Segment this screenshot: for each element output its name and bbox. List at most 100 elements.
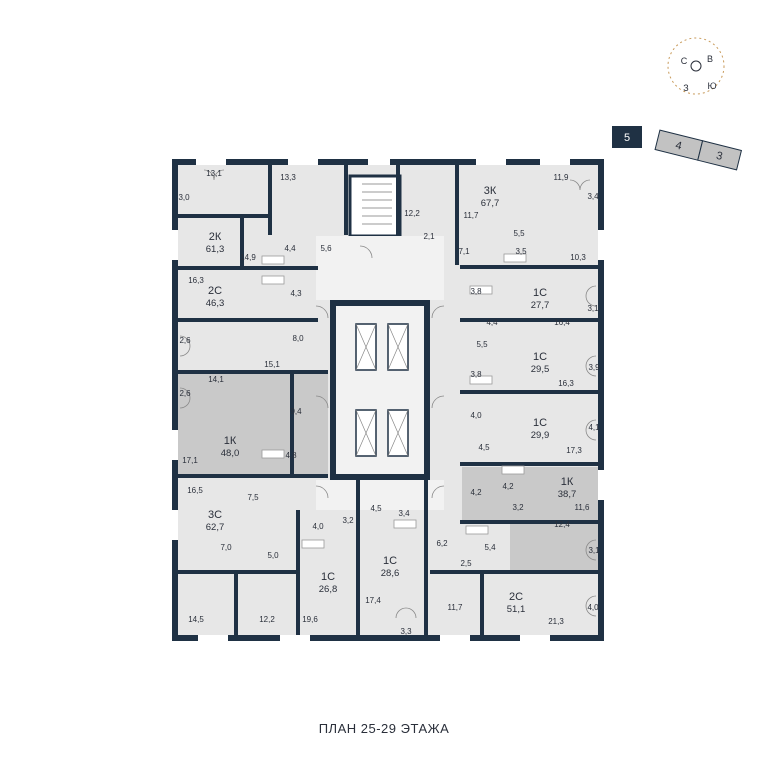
balconies: [179, 169, 597, 617]
apartment-code: 3С: [208, 509, 222, 521]
room-area: 11,7: [448, 603, 464, 612]
room-area: 5,6: [320, 244, 332, 253]
apartment-area: 27,7: [531, 300, 550, 311]
apartment-area: 28,6: [381, 568, 400, 579]
apartment-area: 51,1: [507, 604, 526, 615]
room-area: 11,9: [554, 173, 570, 182]
room-area: 4,0: [470, 411, 482, 420]
room-area: 2,1: [423, 232, 435, 241]
compass-west: З: [683, 83, 688, 93]
room-area: 12,2: [259, 615, 275, 624]
room-area: 7,1: [458, 247, 470, 256]
apartment-code: 1С: [383, 555, 397, 567]
apartment-1k-38-highlight: [462, 467, 598, 523]
room-area: 3,4: [398, 509, 410, 518]
room-area: 4,4: [486, 318, 498, 327]
room-labels: 13,1 13,3 3,0 12,2 11,9 3,4 11,7 2,1 5,5…: [178, 169, 600, 636]
apartment-area: 38,7: [558, 489, 577, 500]
room-area: 17,3: [566, 446, 582, 455]
room-area: 3,4: [587, 192, 599, 201]
room-area: 4,5: [370, 504, 382, 513]
room-area: 3,1: [587, 304, 599, 313]
apartment-area: 48,0: [221, 448, 240, 459]
room-area: 3,0: [178, 193, 190, 202]
room-area: 16,5: [187, 486, 203, 495]
corridor-north: [316, 236, 444, 300]
room-area: 7,5: [247, 493, 259, 502]
compass-ring: [667, 37, 725, 95]
room-area: 5,5: [513, 229, 525, 238]
compass-south: Ю: [707, 81, 716, 91]
apartment-area: 67,7: [481, 198, 500, 209]
apartment-code: 3К: [484, 185, 497, 197]
room-area: 3,2: [512, 503, 524, 512]
room-area: 4,4: [284, 244, 296, 253]
room-area: 3,9: [588, 363, 600, 372]
room-area: 4,3: [290, 289, 302, 298]
room-area: 3,1: [588, 546, 600, 555]
room-area: 3,8: [470, 370, 482, 379]
apartment-code: 1С: [533, 351, 547, 363]
elevator-cross-3: [355, 409, 377, 457]
room-area: 13,3: [280, 173, 296, 182]
windows: [172, 159, 604, 641]
room-area: 10,3: [570, 253, 586, 262]
elevator-cross-4: [387, 409, 409, 457]
room-area: 3,5: [515, 247, 527, 256]
apartment-area: 29,9: [531, 430, 550, 441]
apartment-code: 1С: [533, 287, 547, 299]
room-area: 5,0: [267, 551, 279, 560]
apartment-area: 46,3: [206, 298, 225, 309]
room-area: 14,9: [240, 253, 256, 262]
room-area: 2,6: [179, 336, 191, 345]
bath-fixtures: [261, 253, 527, 549]
door-swings: [315, 245, 445, 619]
room-area: 17,1: [182, 456, 198, 465]
apartment-area: 61,3: [206, 244, 225, 255]
room-area: 16,3: [558, 379, 574, 388]
apartment-code: 1К: [224, 435, 237, 447]
room-area: 19,6: [302, 615, 318, 624]
apartment-code: 2К: [209, 231, 222, 243]
room-area: 3,2: [342, 516, 354, 525]
room-area: 13,1: [206, 169, 222, 178]
room-area: 4,2: [502, 482, 514, 491]
room-area: 17,4: [365, 596, 381, 605]
apartment-code: 2С: [509, 591, 523, 603]
apartment-area: 29,5: [531, 364, 550, 375]
floor-plan-title: ПЛАН 25-29 ЭТАЖА: [319, 721, 450, 736]
room-area: 5,5: [476, 340, 488, 349]
room-area: 2,6: [179, 389, 191, 398]
room-area: 4,0: [312, 522, 324, 531]
room-area: 9,4: [290, 407, 302, 416]
room-area: 3,8: [470, 287, 482, 296]
room-area: 4,0: [587, 603, 599, 612]
apartment-code: 1С: [321, 571, 335, 583]
apartment-code: 1С: [533, 417, 547, 429]
room-area: 11,7: [464, 211, 480, 220]
room-area: 4,1: [588, 423, 600, 432]
apartment-area: 62,7: [206, 522, 225, 533]
section-keyplan: 5 4 3: [612, 126, 743, 171]
room-area: 4,8: [285, 451, 297, 460]
room-area: 8,0: [292, 334, 304, 343]
apartment-code: 1К: [561, 476, 574, 488]
core-interior: [336, 306, 424, 474]
room-area: 21,3: [548, 617, 564, 626]
room-area: 11,6: [575, 503, 591, 512]
section-current-label: 5: [624, 132, 630, 144]
room-area: 14,5: [188, 615, 204, 624]
interior-walls: [178, 165, 598, 635]
compass: С В Ю З: [667, 37, 725, 95]
room-area: 16,3: [188, 276, 204, 285]
room-area: 16,4: [554, 318, 570, 327]
stair-shaft: [348, 174, 402, 238]
room-area: 5,4: [484, 543, 496, 552]
section-other-label: 4: [674, 140, 683, 153]
section-current: [612, 126, 642, 148]
elevator-cross-2: [387, 323, 409, 371]
apartment-area: 26,8: [319, 584, 338, 595]
room-area: 6,2: [436, 539, 448, 548]
room-area: 3,3: [400, 627, 412, 636]
